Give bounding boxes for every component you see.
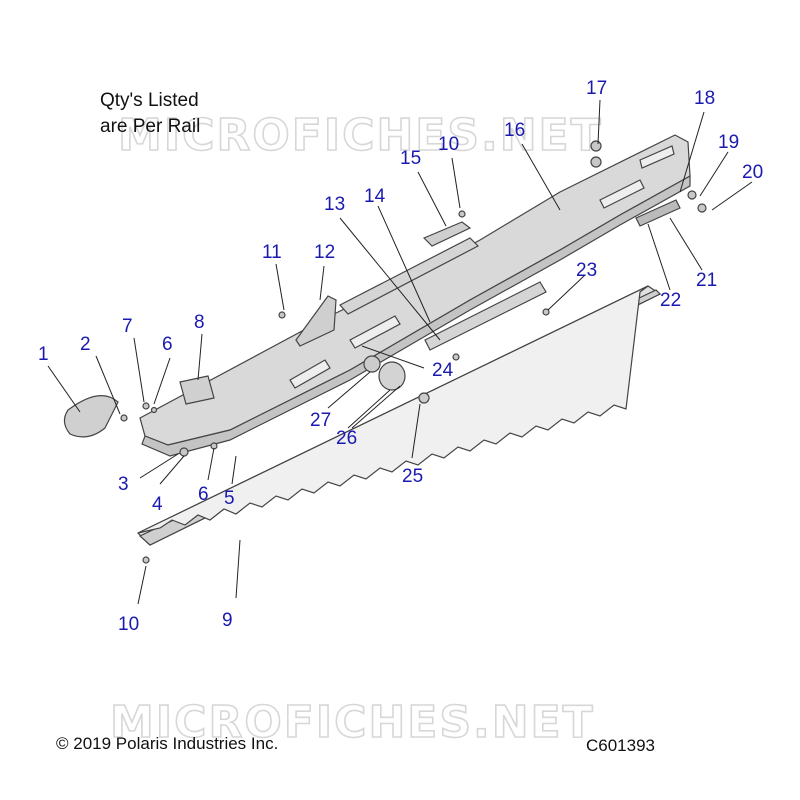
callout-12: 12 xyxy=(314,242,335,263)
spring-bolt xyxy=(635,199,681,227)
callout-27: 27 xyxy=(310,410,331,431)
callout-21: 21 xyxy=(696,270,717,291)
quantity-note-line-2: are Per Rail xyxy=(100,116,201,137)
callout-24: 24 xyxy=(432,360,454,381)
callout-19: 19 xyxy=(718,132,739,153)
bushing xyxy=(418,392,430,404)
roller xyxy=(378,361,406,391)
slide-rail xyxy=(136,285,662,546)
callout-1: 1 xyxy=(38,344,49,365)
diagram-code: C601393 xyxy=(586,736,656,755)
callout-labels: 1 2 3 4 5 6 6 7 8 9 10 10 11 12 13 14 15… xyxy=(38,78,763,635)
callout-7: 7 xyxy=(122,316,133,337)
callout-2: 2 xyxy=(80,334,91,355)
callout-18: 18 xyxy=(694,88,715,109)
watermark-top: MICROFICHES.NET xyxy=(118,110,603,161)
copyright-text: © 2019 Polaris Industries Inc. xyxy=(56,734,279,753)
callout-17: 17 xyxy=(586,78,607,99)
callout-13: 13 xyxy=(324,194,345,215)
leader-lines xyxy=(47,99,753,605)
callout-23: 23 xyxy=(576,260,597,281)
watermark-bottom: MICROFICHES.NET xyxy=(110,697,595,748)
callout-6-lower: 6 xyxy=(198,484,209,505)
quantity-note: Qty's Listed are Per Rail xyxy=(100,88,200,140)
callout-8: 8 xyxy=(194,312,205,333)
plate xyxy=(295,295,337,347)
callout-3: 3 xyxy=(118,474,129,495)
front-cap xyxy=(63,395,119,438)
callout-26: 26 xyxy=(336,428,357,449)
callout-10-upper: 10 xyxy=(438,134,459,155)
callout-4: 4 xyxy=(152,494,163,515)
callout-14: 14 xyxy=(364,186,386,207)
callout-9: 9 xyxy=(222,610,233,631)
callout-25: 25 xyxy=(402,466,423,487)
callout-6-upper: 6 xyxy=(162,334,173,355)
spacer xyxy=(363,355,381,373)
callout-20: 20 xyxy=(742,162,763,183)
quantity-note-line-1: Qty's Listed xyxy=(100,90,199,111)
callout-15: 15 xyxy=(400,148,421,169)
callout-11: 11 xyxy=(262,242,282,263)
hardware xyxy=(120,140,707,564)
callout-10-lower: 10 xyxy=(118,614,139,635)
callout-5: 5 xyxy=(224,488,235,509)
clip xyxy=(422,221,472,247)
callout-22: 22 xyxy=(660,290,681,311)
callout-16: 16 xyxy=(504,120,525,141)
